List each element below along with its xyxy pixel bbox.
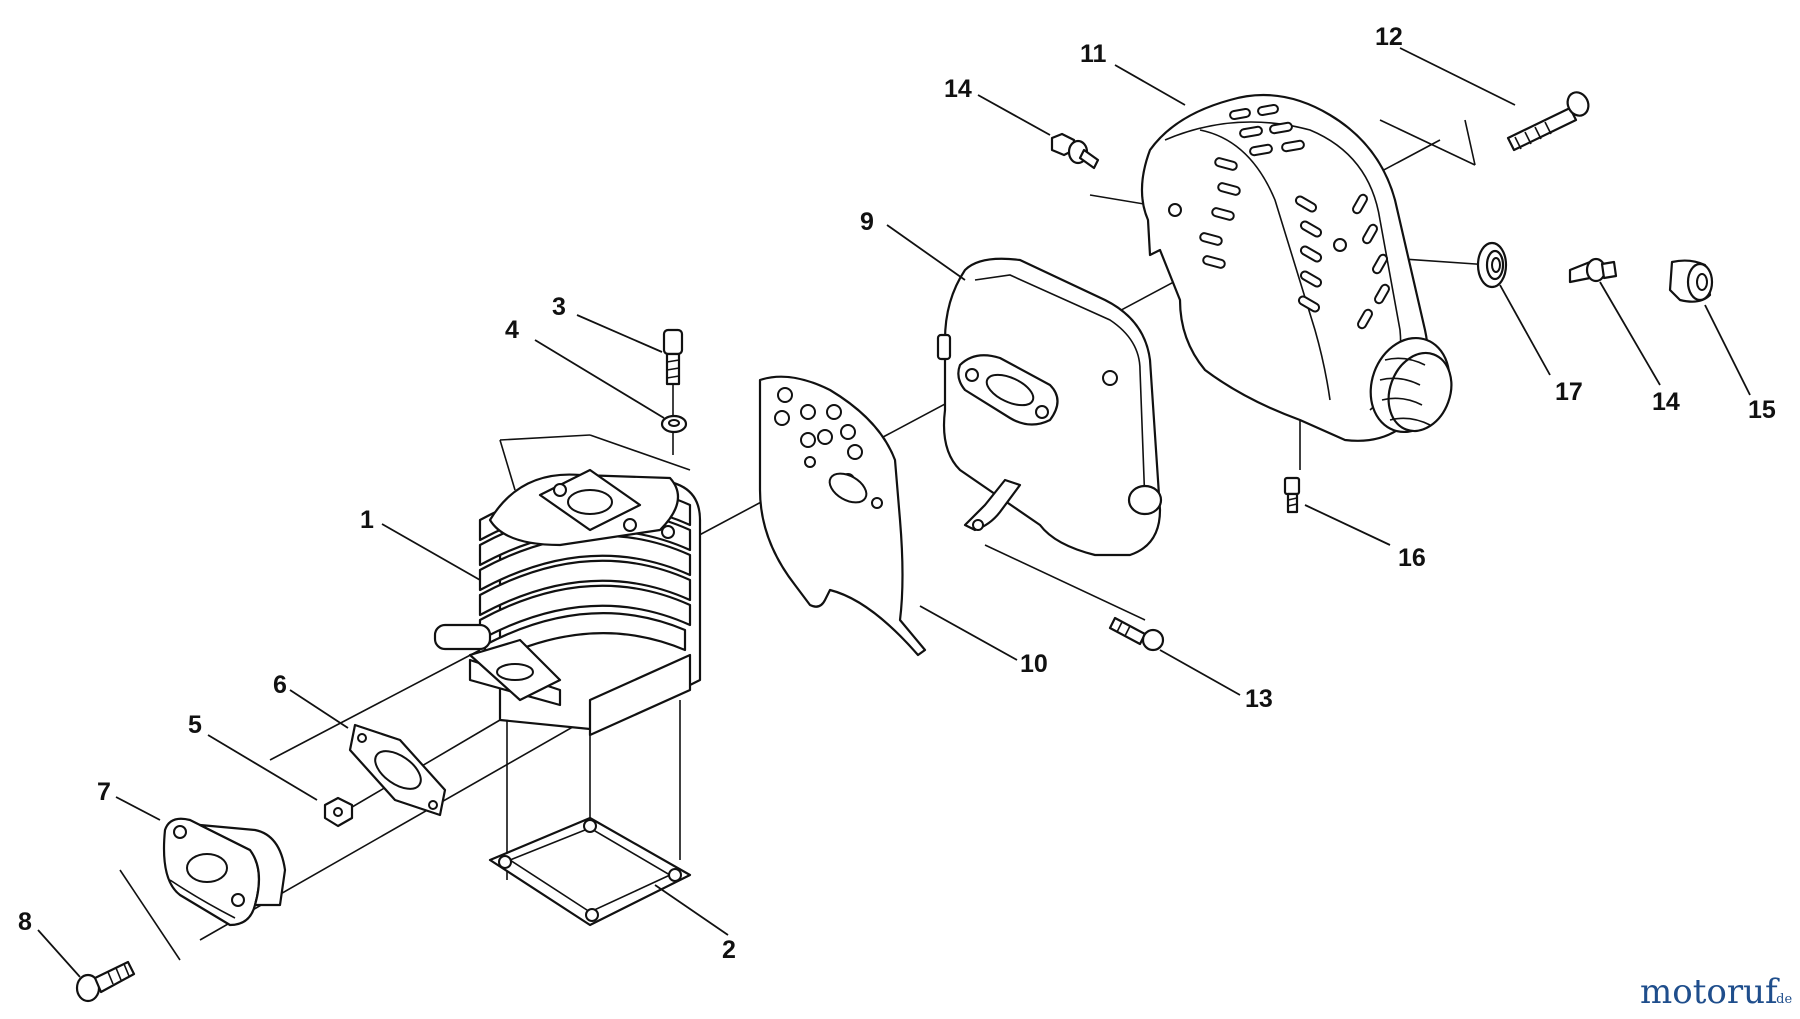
callout-14-right: 14 — [1652, 388, 1680, 416]
callout-3: 3 — [552, 293, 566, 321]
callout-10: 10 — [1020, 650, 1048, 678]
watermark: motoruf .de — [1640, 972, 1792, 1012]
watermark-brand: motoruf — [1640, 972, 1780, 1012]
callout-13: 13 — [1245, 685, 1273, 713]
callout-9: 9 — [860, 208, 874, 236]
callout-16: 16 — [1398, 544, 1426, 572]
intake-gasket-part — [348, 723, 447, 817]
flange-bolt-part — [75, 960, 136, 1003]
callout-5: 5 — [188, 711, 202, 739]
leader-lines — [37, 47, 1751, 978]
bolt-13-part — [1108, 616, 1165, 652]
heat-shield-part — [758, 375, 927, 657]
callout-7: 7 — [97, 778, 111, 806]
callout-17: 17 — [1555, 378, 1583, 406]
flange-bolt-14a-part — [1050, 132, 1100, 170]
cooling-slots — [1199, 103, 1390, 330]
callout-11: 11 — [1080, 40, 1107, 68]
cap-screw-part — [662, 328, 684, 386]
nut-part — [323, 796, 354, 828]
callout-4: 4 — [505, 316, 519, 344]
long-bolt-part — [1506, 91, 1590, 152]
callout-14-top: 14 — [944, 75, 972, 103]
callout-12: 12 — [1375, 23, 1403, 51]
callout-2: 2 — [722, 936, 736, 964]
flange-bolt-14b-part — [1568, 257, 1618, 284]
callouts: 1 2 3 4 5 6 7 8 9 10 11 12 13 14 14 15 1… — [18, 23, 1776, 964]
callout-1: 1 — [360, 506, 374, 534]
washer-part — [660, 414, 688, 434]
muffler-part — [936, 257, 1163, 557]
intake-insulator-part — [162, 817, 287, 927]
callout-6: 6 — [273, 671, 287, 699]
cylinder-part — [433, 468, 702, 737]
exhaust-outlet — [1369, 336, 1453, 434]
cap-nut-part — [1668, 259, 1714, 303]
watermark-tld: .de — [1772, 992, 1792, 1007]
callout-15: 15 — [1748, 396, 1776, 424]
screw-16-part — [1283, 476, 1301, 514]
spacer-17-part — [1476, 241, 1508, 289]
cylinder-gasket-part — [488, 816, 692, 927]
callout-8: 8 — [18, 908, 32, 936]
muffler-cover-part — [1140, 93, 1453, 442]
